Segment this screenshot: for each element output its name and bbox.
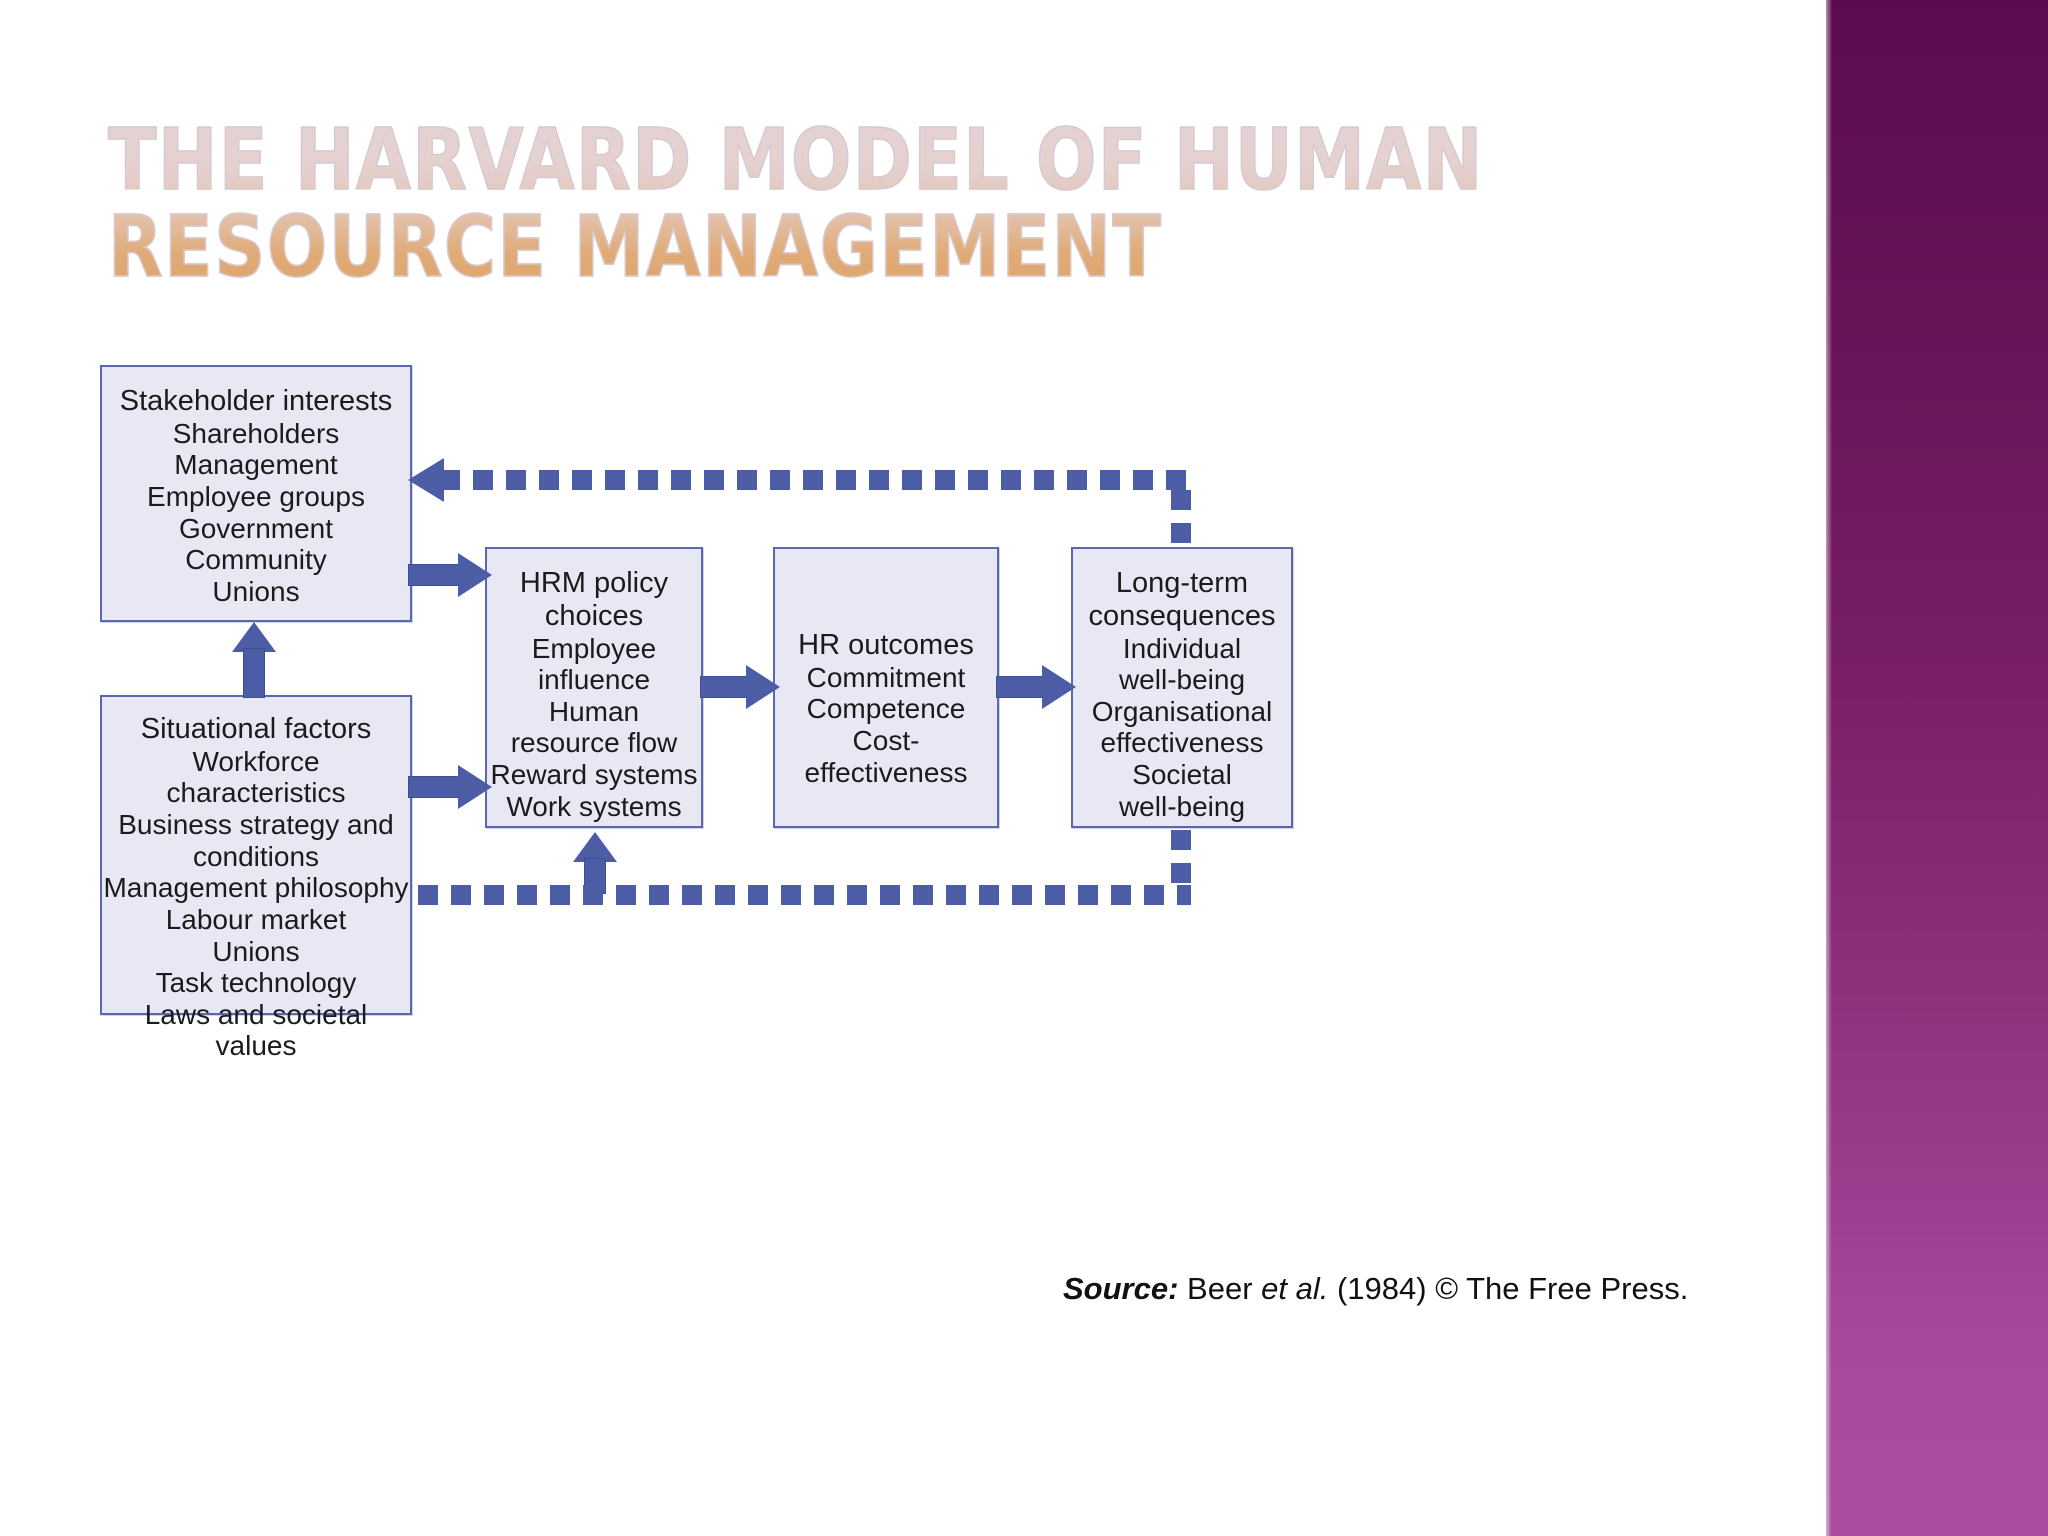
box-item: Task technology [155, 967, 357, 999]
diagram-box-hr-outcomes: HR outcomes Commitment Competence Cost-e… [773, 547, 999, 828]
arrow-shaft [700, 676, 748, 698]
arrow-stakeholder-to-hrm-icon [408, 553, 492, 597]
box-item: Workforce characteristics [166, 745, 346, 809]
source-label: Source: [1063, 1271, 1179, 1306]
decorative-purple-band [1826, 0, 2048, 1536]
box-heading-line-1: Long-term [1115, 567, 1249, 599]
box-item: Laws and societal values [144, 998, 368, 1062]
arrow-head [458, 765, 492, 809]
arrow-hr-outcomes-to-long-term-icon [996, 665, 1076, 709]
box-item: Community [185, 544, 327, 576]
box-item: Shareholders [172, 417, 340, 449]
page-title: THE HARVARD MODEL OF HUMAN RESOURCE MANA… [107, 111, 1559, 297]
box-item: Organisational [1091, 695, 1273, 727]
box-item: Individual [1122, 632, 1242, 664]
box-heading: Situational factors [140, 713, 372, 745]
arrow-head [1042, 665, 1076, 709]
decorative-band-highlight-edge [1826, 0, 1832, 1536]
arrow-situational-to-hrm-icon [408, 765, 492, 809]
box-item: Societal [1132, 759, 1232, 791]
dashed-feedback-vertical-bottom [1171, 830, 1191, 890]
arrow-shaft [408, 776, 460, 798]
arrow-shaft [996, 676, 1044, 698]
box-item: well-being [1118, 790, 1246, 822]
box-item: Labour market [165, 903, 347, 935]
box-item: Human [548, 695, 640, 727]
dashed-feedback-horizontal-top [440, 470, 1191, 490]
box-item: Work systems [506, 790, 682, 822]
page-title-line-1: THE HARVARD MODEL OF HUMAN [107, 111, 1484, 210]
arrow-head [746, 665, 780, 709]
arrow-head [458, 553, 492, 597]
arrow-shaft [408, 564, 460, 586]
arrow-situational-to-stakeholder-icon [232, 622, 276, 698]
arrow-feedback-to-hrm-icon [573, 832, 617, 894]
diagram-box-situational-factors: Situational factors Workforce characteri… [100, 695, 412, 1061]
box-item: Management [174, 449, 338, 481]
box-item: Employee [531, 632, 657, 664]
arrow-hrm-to-hr-outcomes-icon [700, 665, 780, 709]
box-item: Government [178, 512, 334, 544]
box-item: resource flow [510, 727, 678, 759]
box-item: Business strategy and [118, 809, 394, 841]
box-heading-line-2: choices [544, 599, 644, 632]
box-item: Unions [212, 575, 300, 607]
box-item: well-being [1118, 664, 1246, 696]
diagram-box-long-term-consequences: Long-term consequences Individual well-b… [1071, 547, 1293, 828]
dashed-feedback-arrowhead-top-icon [408, 458, 444, 502]
box-item: Competence [806, 693, 966, 725]
box-item: Reward systems [490, 759, 698, 791]
box-item: Cost-effectiveness [804, 725, 968, 788]
arrow-head [232, 622, 276, 652]
box-item: Employee groups [147, 481, 365, 513]
box-item: Commitment [806, 661, 966, 693]
dashed-feedback-vertical-top [1171, 490, 1191, 550]
source-text-main: Beer [1178, 1271, 1262, 1306]
box-item: Management philosophy [103, 872, 409, 904]
arrow-shaft [243, 648, 265, 698]
box-item: influence [537, 664, 651, 696]
source-attribution: Source: Beer et al. (1984) © The Free Pr… [1063, 1271, 1688, 1307]
page-title-line-2: RESOURCE MANAGEMENT [107, 197, 1163, 297]
arrow-head [573, 832, 617, 862]
box-heading-line-2: consequences [1088, 599, 1276, 632]
dashed-feedback-horizontal-bottom [418, 885, 1191, 905]
box-heading-line-1: HRM policy [519, 567, 669, 599]
box-heading: HR outcomes [798, 629, 974, 661]
box-heading: Stakeholder interests [119, 385, 393, 417]
box-item: effectiveness [1100, 727, 1264, 759]
box-item: Unions [212, 935, 300, 967]
diagram-box-stakeholder-interests: Stakeholder interests Shareholders Manag… [100, 365, 412, 622]
source-et-al: et al. [1261, 1271, 1329, 1306]
box-item: conditions [192, 840, 320, 872]
source-text-rest: (1984) © The Free Press. [1328, 1271, 1689, 1306]
diagram-box-hrm-policy-choices: HRM policy choices Employee influence Hu… [485, 547, 703, 828]
